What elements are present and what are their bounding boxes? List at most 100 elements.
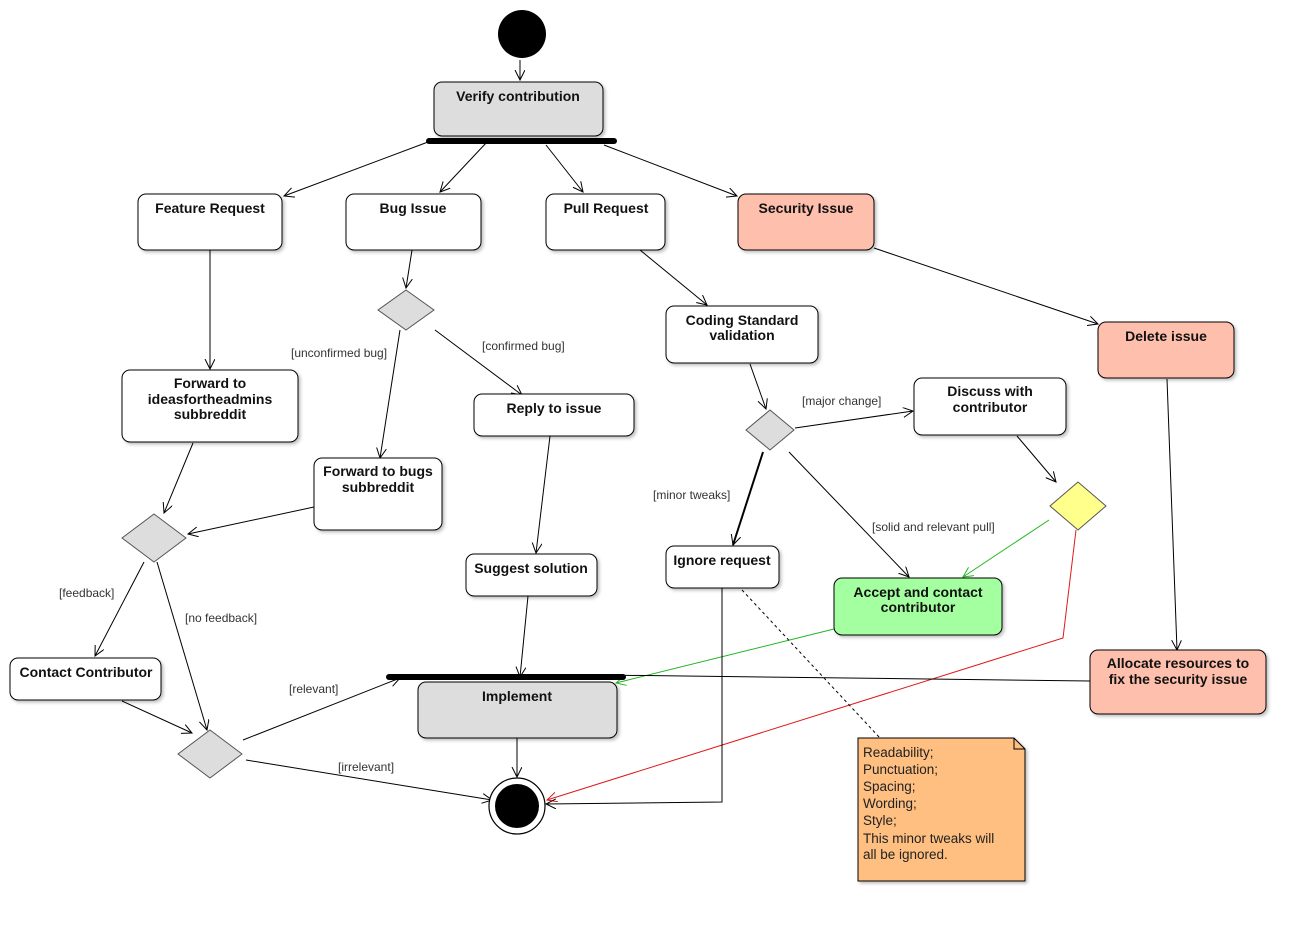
reply-label: Reply to issue bbox=[507, 400, 602, 416]
guard-confirmed-bug: [confirmed bug] bbox=[482, 339, 565, 353]
action-contact-contributor: Contact Contributor bbox=[9, 657, 162, 701]
edge-decision-accept bbox=[788, 451, 909, 577]
coding-label-2: validation bbox=[709, 327, 774, 343]
action-forward-bugs: Forward to bugs subbreddit bbox=[313, 457, 443, 531]
edge-final-join bbox=[242, 678, 400, 741]
action-allocate-resources: Allocate resources to fix the security i… bbox=[1089, 649, 1267, 715]
edge-suggest-join bbox=[520, 595, 529, 677]
decision-feedback bbox=[121, 513, 187, 563]
action-verify-contribution: Verify contribution bbox=[433, 81, 604, 137]
security-label: Security Issue bbox=[759, 200, 854, 216]
action-security-issue: Security Issue bbox=[737, 193, 875, 251]
edge-decision-discuss bbox=[794, 411, 913, 429]
edge-ignore-note-anchor bbox=[741, 589, 881, 739]
action-accept-contact: Accept and contact contributor bbox=[833, 577, 1003, 636]
edge-discuss-yellow bbox=[1016, 435, 1056, 482]
fork-bar bbox=[426, 138, 617, 144]
decision-relevance bbox=[177, 729, 243, 779]
note-line-3: Spacing; bbox=[863, 779, 916, 794]
feature-label: Feature Request bbox=[155, 200, 265, 216]
join-bar bbox=[386, 674, 626, 680]
action-bug-issue: Bug Issue bbox=[345, 193, 482, 251]
action-feature-request: Feature Request bbox=[137, 193, 283, 251]
edge-fork-bug bbox=[440, 141, 488, 192]
guard-labels: [unconfirmed bug] [confirmed bug] [major… bbox=[59, 339, 995, 774]
action-coding-standard: Coding Standard validation bbox=[665, 305, 819, 364]
decision-pull bbox=[745, 409, 795, 451]
allocate-label-2: fix the security issue bbox=[1109, 671, 1248, 687]
edge-fork-feature bbox=[284, 141, 429, 196]
pull-label: Pull Request bbox=[564, 200, 649, 216]
note-line-7: all be ignored. bbox=[863, 847, 948, 862]
guard-unconfirmed-bug: [unconfirmed bug] bbox=[291, 346, 387, 360]
action-suggest-solution: Suggest solution bbox=[465, 553, 598, 597]
note-line-2: Punctuation; bbox=[863, 762, 938, 777]
delete-label: Delete issue bbox=[1125, 328, 1207, 344]
decision-bug bbox=[377, 289, 435, 331]
action-discuss-contributor: Discuss with contributor bbox=[913, 377, 1067, 436]
forward-bugs-label-2: subbreddit bbox=[342, 479, 415, 495]
edge-allocate-join bbox=[599, 674, 1091, 682]
edge-bugdecision-reply bbox=[434, 329, 522, 395]
guard-relevant: [relevant] bbox=[289, 682, 338, 696]
initial-node bbox=[498, 10, 546, 58]
ignore-label: Ignore request bbox=[673, 552, 771, 568]
edge-decision-contact bbox=[95, 561, 145, 656]
forward-ideas-label-3: subbreddit bbox=[174, 406, 247, 422]
edge-reply-suggest bbox=[536, 435, 551, 553]
edge-final-end bbox=[245, 759, 492, 800]
edge-delete-allocate bbox=[1166, 378, 1177, 650]
forward-bugs-label-1: Forward to bugs bbox=[323, 463, 433, 479]
implement-label: Implement bbox=[482, 688, 552, 704]
edge-yellow-end bbox=[547, 529, 1077, 800]
note-line-6: This minor tweaks will bbox=[863, 831, 994, 846]
edge-forwardbugs-decision bbox=[188, 506, 315, 534]
edges bbox=[95, 60, 1177, 804]
edge-decision-ignore bbox=[733, 451, 764, 545]
action-nodes: Verify contribution Feature Request Bug … bbox=[9, 81, 1267, 739]
discuss-label-1: Discuss with bbox=[947, 383, 1033, 399]
note-minor-tweaks: Readability; Punctuation; Spacing; Wordi… bbox=[857, 737, 1026, 882]
edge-fork-pull bbox=[545, 144, 583, 192]
action-forward-ideas: Forward to ideasfortheadmins subbreddit bbox=[121, 369, 299, 443]
allocate-label-1: Allocate resources to bbox=[1107, 655, 1249, 671]
forward-ideas-label-2: ideasfortheadmins bbox=[148, 391, 273, 407]
contact-label: Contact Contributor bbox=[20, 664, 154, 680]
action-pull-request: Pull Request bbox=[545, 193, 666, 251]
edge-forward-decision bbox=[164, 442, 194, 513]
discuss-label-2: contributor bbox=[953, 399, 1028, 415]
edge-ignore-end bbox=[546, 586, 723, 804]
guard-irrelevant: [irrelevant] bbox=[338, 760, 394, 774]
edge-coding-decision bbox=[749, 363, 766, 409]
forward-ideas-label-1: Forward to bbox=[174, 375, 246, 391]
verify-label: Verify contribution bbox=[456, 88, 580, 104]
note-line-5: Style; bbox=[863, 813, 897, 828]
accept-label-2: contributor bbox=[881, 599, 956, 615]
note-line-1: Readability; bbox=[863, 745, 934, 760]
edge-security-delete bbox=[873, 247, 1098, 324]
edge-accept-implement bbox=[616, 628, 835, 683]
edge-fork-security bbox=[603, 144, 737, 196]
action-delete-issue: Delete issue bbox=[1097, 321, 1235, 379]
action-implement: Implement bbox=[417, 681, 618, 739]
edge-contact-final bbox=[121, 700, 192, 733]
edge-decision-final bbox=[156, 561, 207, 730]
edge-bugdecision-forwardbugs bbox=[380, 329, 401, 458]
guard-minor-tweaks: [minor tweaks] bbox=[653, 488, 730, 502]
guard-major-change: [major change] bbox=[802, 394, 881, 408]
edge-bug-decision bbox=[406, 249, 412, 288]
coding-label-1: Coding Standard bbox=[686, 312, 799, 328]
final-node bbox=[488, 777, 546, 835]
accept-label-1: Accept and contact bbox=[853, 584, 982, 600]
edge-yellow-accept bbox=[963, 519, 1050, 577]
action-ignore-request: Ignore request bbox=[665, 545, 780, 589]
guard-solid-pull: [solid and relevant pull] bbox=[872, 520, 995, 534]
suggest-label: Suggest solution bbox=[474, 560, 588, 576]
note-line-4: Wording; bbox=[863, 796, 917, 811]
guard-no-feedback: [no feedback] bbox=[185, 611, 257, 625]
decision-discuss bbox=[1049, 481, 1107, 531]
edge-pull-coding bbox=[639, 249, 707, 305]
bug-label: Bug Issue bbox=[380, 200, 447, 216]
